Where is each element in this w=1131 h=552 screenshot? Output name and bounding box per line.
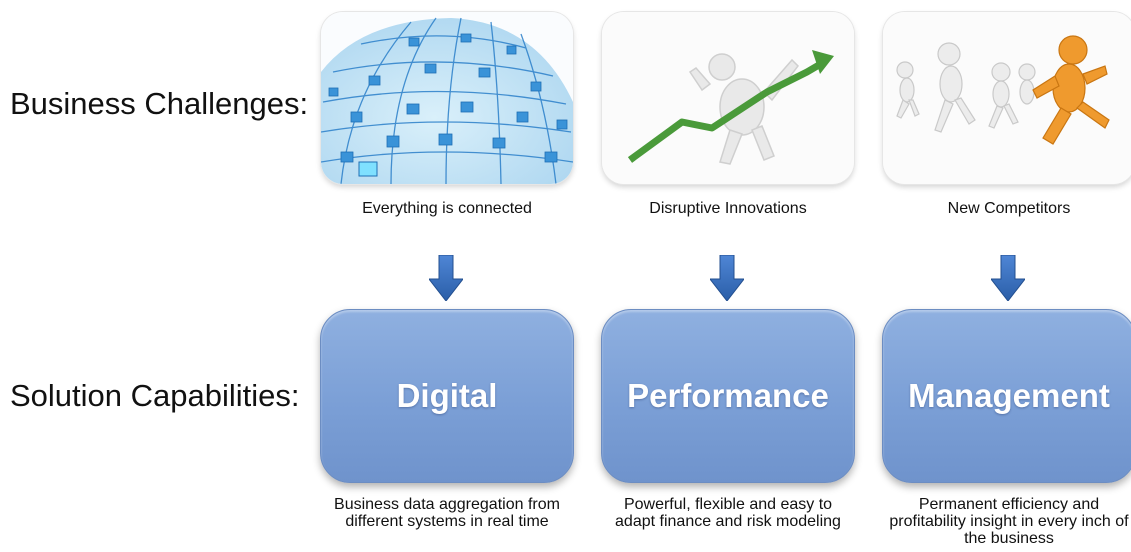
challenge-image-competitors (883, 12, 1131, 184)
down-arrow-icon (991, 255, 1025, 301)
down-arrow-icon (429, 255, 463, 301)
challenge-image-connected (321, 12, 573, 184)
capability-title: Management (908, 377, 1110, 414)
capability-box-performance: Performance (601, 309, 855, 483)
challenge-image-innovations (602, 12, 854, 184)
running-figures-icon (883, 12, 1131, 184)
challenge-caption-connected: Everything is connected (362, 200, 532, 217)
capability-description-performance: Powerful, flexible and easy to adapt fin… (615, 496, 841, 530)
capability-description-management: Permanent efficiency and profitability i… (889, 496, 1129, 547)
capability-title: Performance (627, 377, 829, 414)
growth-arrow-figure-icon (602, 12, 854, 184)
challenge-caption-innovations: Disruptive Innovations (649, 200, 807, 217)
business-challenges-label: Business Challenges: (10, 86, 309, 121)
network-globe-icon (321, 12, 573, 184)
down-arrow-icon (710, 255, 744, 301)
capability-title: Digital (396, 377, 498, 414)
capability-box-digital: Digital (320, 309, 574, 483)
capability-description-digital: Business data aggregation from different… (334, 496, 560, 530)
capability-box-management: Management (882, 309, 1131, 483)
challenge-caption-competitors: New Competitors (947, 200, 1071, 217)
solution-capabilities-label: Solution Capabilities: (10, 378, 300, 413)
